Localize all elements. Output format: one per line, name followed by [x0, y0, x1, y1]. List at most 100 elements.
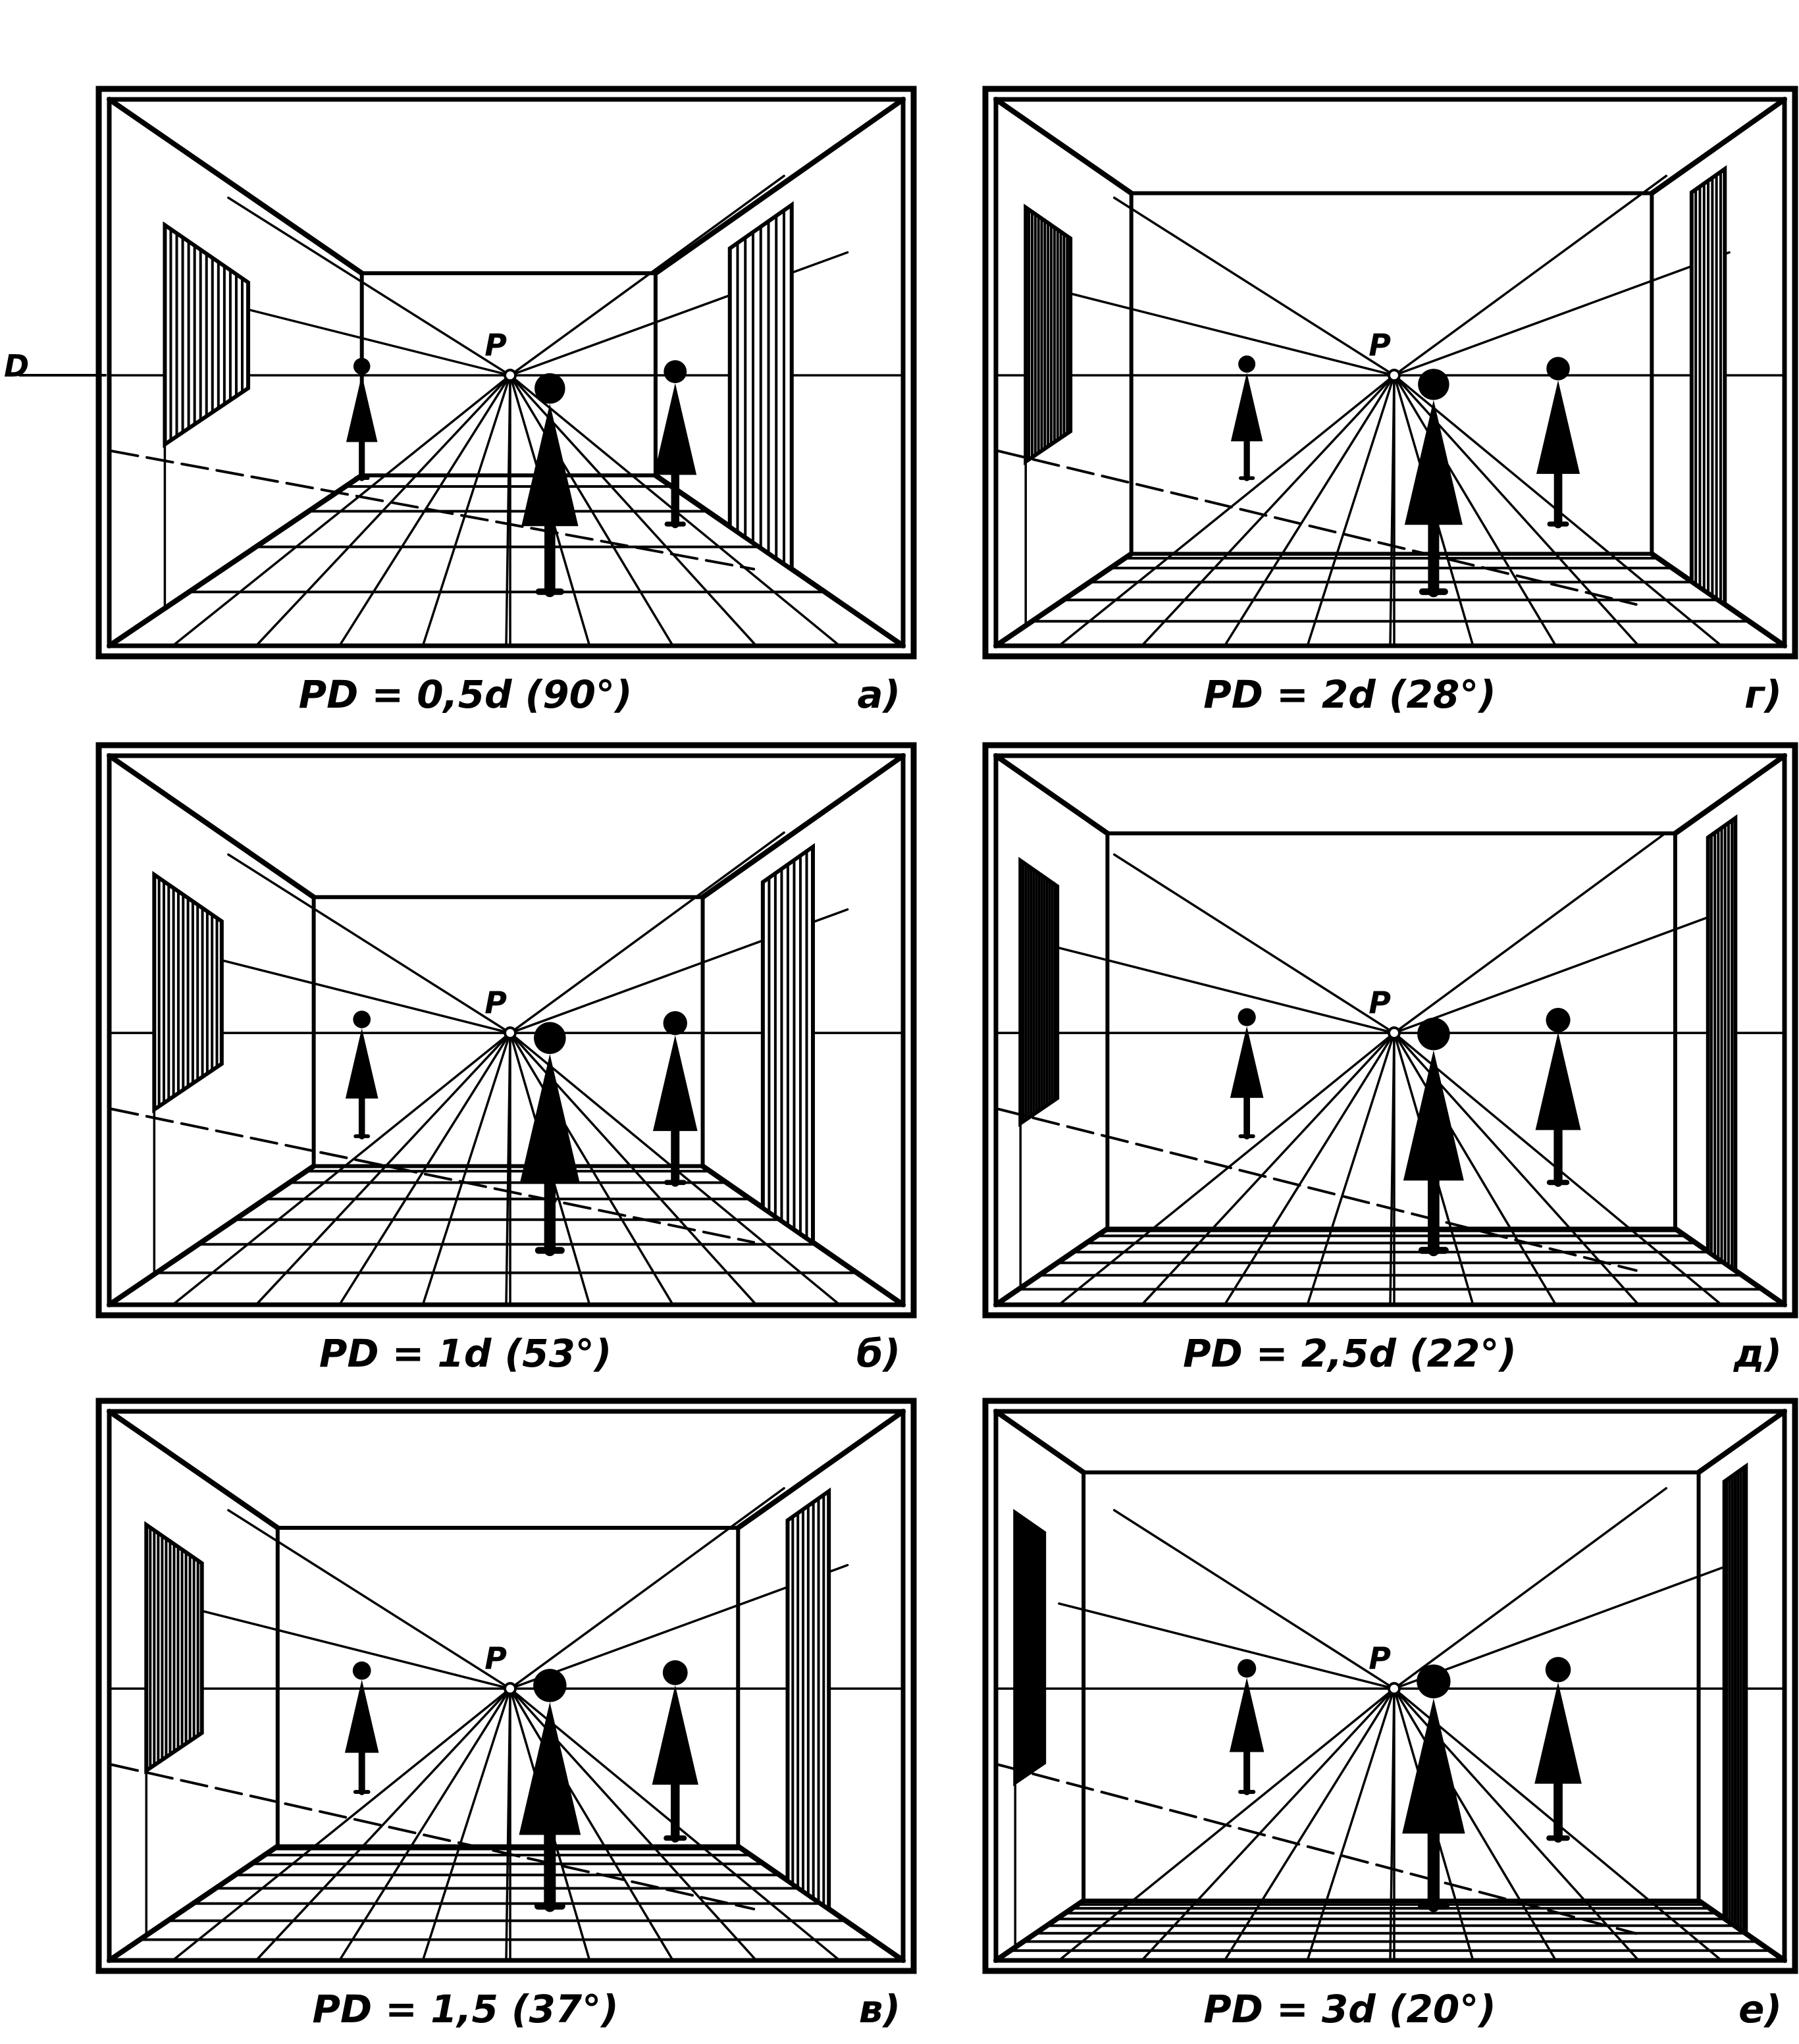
person-body [1535, 1032, 1581, 1130]
ray-line [509, 831, 785, 1034]
ray-line [1058, 1602, 1395, 1690]
panel-letter: д) [1733, 1331, 1782, 1376]
person-left [344, 1661, 379, 1795]
panel-caption: PD = 1d (53°) [319, 1331, 612, 1376]
panel-letter: в) [859, 1987, 900, 2031]
floor-ray [171, 1687, 511, 1962]
room-edge [735, 1409, 906, 1531]
person-body [521, 404, 579, 527]
person-body [1404, 400, 1463, 525]
measure-line [111, 1107, 756, 1244]
vanishing-point [504, 1682, 517, 1696]
room-edge [993, 97, 1134, 196]
person-body [652, 1035, 698, 1132]
floor-ray [1223, 1687, 1395, 1962]
person-head [1238, 1008, 1256, 1026]
room-edge [700, 753, 906, 900]
ray-line [1112, 853, 1395, 1034]
person-body [520, 1054, 580, 1182]
vanishing-point [504, 369, 517, 382]
floor-ray [1058, 1032, 1395, 1306]
measure-line [997, 450, 1638, 606]
person-body [345, 1028, 378, 1099]
person-body [346, 375, 378, 442]
measure-line [111, 1763, 756, 1910]
floor-ray [1140, 1687, 1395, 1962]
ray-line [171, 1602, 511, 1690]
room-edge [652, 97, 906, 276]
outer-frame [95, 742, 917, 1319]
ray-line [1058, 289, 1395, 377]
floor-ray [255, 1032, 511, 1306]
floor-ray [505, 1687, 511, 1962]
person-head [534, 1022, 566, 1055]
panel-caption: PD = 1,5 (37°) [312, 1987, 618, 2031]
side-mark-label: D [4, 348, 29, 384]
room-edge [107, 1409, 280, 1531]
person-left [346, 357, 378, 481]
floor-ray [505, 1032, 511, 1306]
ray-line [227, 196, 511, 377]
vanishing-point-label: P [484, 985, 507, 1020]
ray-line [1393, 174, 1668, 377]
person-head [353, 357, 371, 375]
person-center [520, 1022, 580, 1257]
floor-ray [255, 1687, 511, 1962]
panel-caption: PD = 3d (20°) [1203, 1987, 1496, 2031]
person-head [533, 1669, 567, 1702]
floor-ray [1393, 1687, 1557, 1962]
panel-g: PPD = 2d (28°)г) [982, 86, 1798, 717]
person-right [1536, 357, 1580, 529]
outer-frame [95, 1398, 917, 1974]
person-center [519, 1669, 581, 1912]
person-head [1545, 1657, 1571, 1683]
floor-ray [421, 1687, 511, 1962]
ray-line [509, 1487, 785, 1690]
person-head [534, 373, 565, 404]
room-edge [1696, 1409, 1787, 1475]
floor-ray [1393, 1032, 1557, 1306]
floor-ray [1306, 1032, 1395, 1306]
person-body [344, 1679, 379, 1753]
panel-b: PPD = 1d (53°)б) [95, 742, 917, 1376]
measure-line [997, 1763, 1638, 1935]
floor-ray [1389, 1032, 1395, 1306]
person-right [652, 1011, 698, 1187]
vanishing-point-label: P [484, 327, 507, 363]
person-head [1546, 1008, 1571, 1033]
outer-frame [982, 742, 1798, 1319]
floor-ray [1306, 1687, 1395, 1962]
floor-ray [1306, 374, 1395, 647]
floor-ray [1389, 1687, 1395, 1962]
room-edge [1672, 753, 1787, 836]
person-body [1536, 380, 1580, 474]
person-body [652, 1685, 698, 1785]
ray-line [1112, 196, 1395, 377]
person-left [1230, 355, 1263, 481]
panel-caption: PD = 2d (28°) [1203, 672, 1496, 717]
ray-line [1393, 831, 1668, 1034]
person-body [1403, 1050, 1464, 1181]
person-head [1417, 1664, 1451, 1698]
vanishing-point [504, 1026, 517, 1040]
person-right [1534, 1657, 1582, 1843]
person-center [521, 373, 579, 598]
person-body [654, 382, 697, 475]
ray-line [1393, 251, 1731, 377]
room-edge [993, 1409, 1087, 1475]
ray-line [1393, 1563, 1731, 1690]
room-edge [107, 1163, 317, 1307]
person-body [1230, 373, 1263, 442]
panel-letter: г) [1744, 672, 1782, 717]
panel-a: PPD = 0,5d (90°)a) [95, 86, 917, 717]
vanishing-point-label: P [484, 1640, 507, 1676]
floor-ray [509, 1687, 675, 1962]
person-left [1229, 1659, 1265, 1796]
vanishing-point-label: P [1369, 985, 1391, 1020]
panel-caption: PD = 2,5d (22°) [1183, 1331, 1517, 1376]
person-center [1404, 369, 1463, 598]
floor-ray [1140, 1032, 1395, 1306]
person-right [1535, 1008, 1581, 1187]
person-center [1403, 1017, 1464, 1257]
